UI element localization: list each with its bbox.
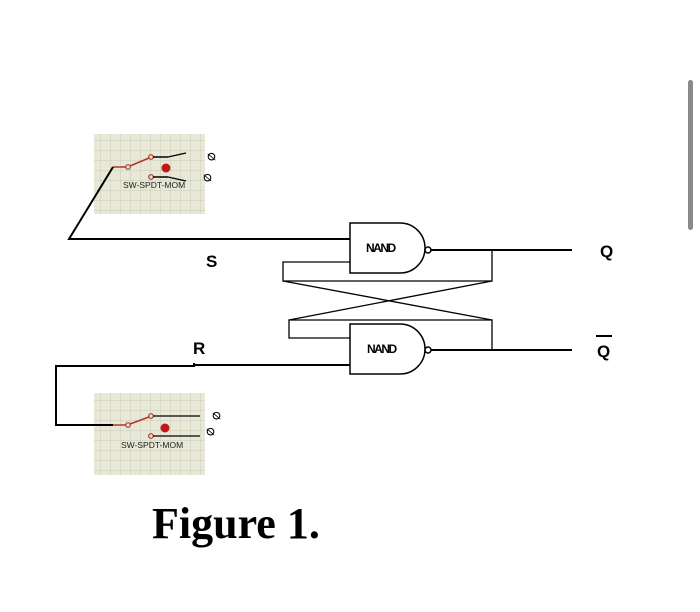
feedback-cross-2 — [288, 280, 493, 321]
top-switch-terminal-mark-1: ∅ — [207, 152, 218, 161]
bottom-switch-button-dot — [160, 423, 170, 433]
q-label: Q — [600, 242, 613, 261]
r-label: R — [193, 339, 205, 358]
top-switch[interactable]: SW-SPDT-MOM — [94, 134, 205, 214]
q-bar-label: Q — [597, 342, 610, 361]
bottom-nand-label: NAND — [367, 342, 397, 356]
vertical-scrollbar[interactable] — [688, 80, 693, 230]
top-nand-gate: NAND — [349, 222, 432, 274]
top-switch-terminal-mark-2: ∅ — [203, 173, 214, 182]
s-input-wire — [67, 166, 350, 240]
bottom-switch-terminal-mark-1: ∅ — [212, 411, 223, 420]
top-switch-label: SW-SPDT-MOM — [123, 180, 185, 190]
figure-caption: Figure 1. — [152, 499, 320, 548]
bottom-switch-terminal-mark-2: ∅ — [206, 427, 217, 436]
bottom-nand-gate: NAND — [349, 323, 432, 375]
top-nand-label: NAND — [366, 241, 396, 255]
top-switch-button-dot — [161, 163, 171, 173]
s-label: S — [206, 252, 217, 271]
bottom-switch-label: SW-SPDT-MOM — [121, 440, 183, 450]
bottom-switch[interactable]: SW-SPDT-MOM — [94, 393, 205, 475]
